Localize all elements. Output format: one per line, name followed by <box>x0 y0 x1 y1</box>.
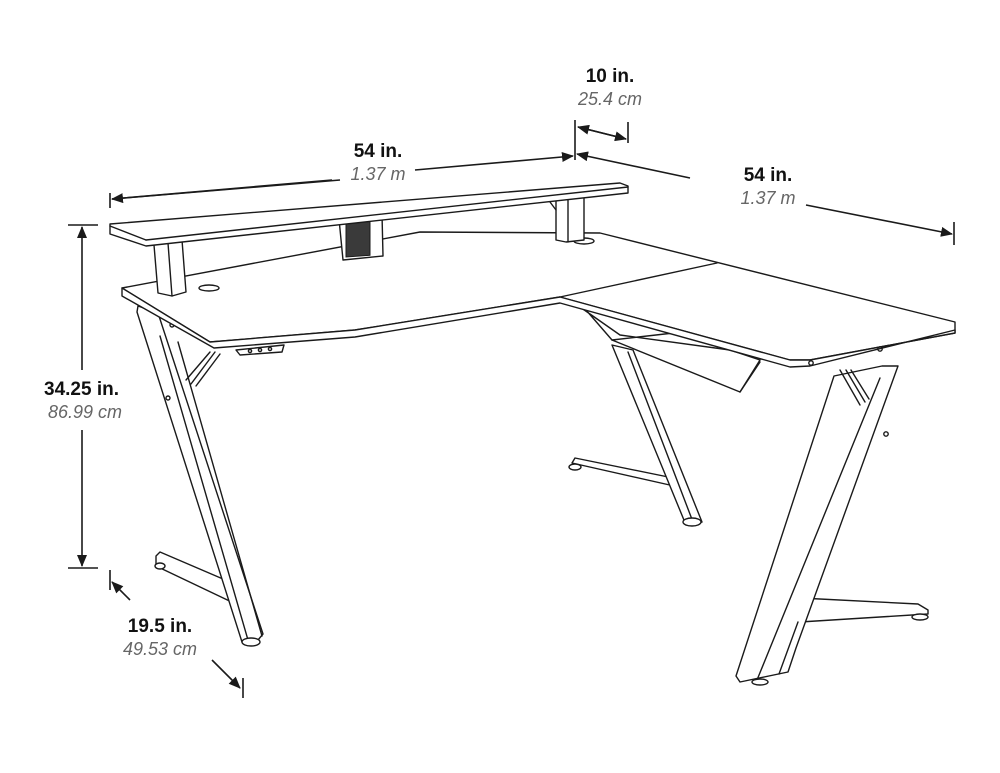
dim-label-height: 34.25 in. 86.99 cm <box>30 379 150 423</box>
front-left-leg <box>136 305 264 647</box>
dim-label-depth: 19.5 in. 49.53 cm <box>110 616 210 660</box>
dim-label-side-width: 54 in. 1.37 m <box>723 165 813 209</box>
desktop <box>121 231 956 368</box>
dim-label-front-width: 54 in. 1.37 m <box>333 141 423 185</box>
front-width-metric: 1.37 m <box>350 164 406 184</box>
front-width-imperial: 54 in. <box>353 141 403 162</box>
height-metric: 86.99 cm <box>48 402 123 422</box>
rear-right-leg <box>568 344 703 527</box>
dim-label-riser-depth: 10 in. 25.4 cm <box>565 66 655 110</box>
riser-depth-metric: 25.4 cm <box>577 89 643 109</box>
side-width-imperial: 54 in. <box>743 165 793 186</box>
riser-depth-imperial: 10 in. <box>585 66 635 87</box>
depth-metric: 49.53 cm <box>122 639 198 659</box>
height-imperial: 34.25 in. <box>44 379 119 400</box>
front-right-leg <box>735 365 929 686</box>
depth-imperial: 19.5 in. <box>127 616 193 637</box>
side-width-metric: 1.37 m <box>740 188 796 208</box>
monitor-shelf <box>109 182 629 297</box>
dimension-lines <box>68 120 955 698</box>
